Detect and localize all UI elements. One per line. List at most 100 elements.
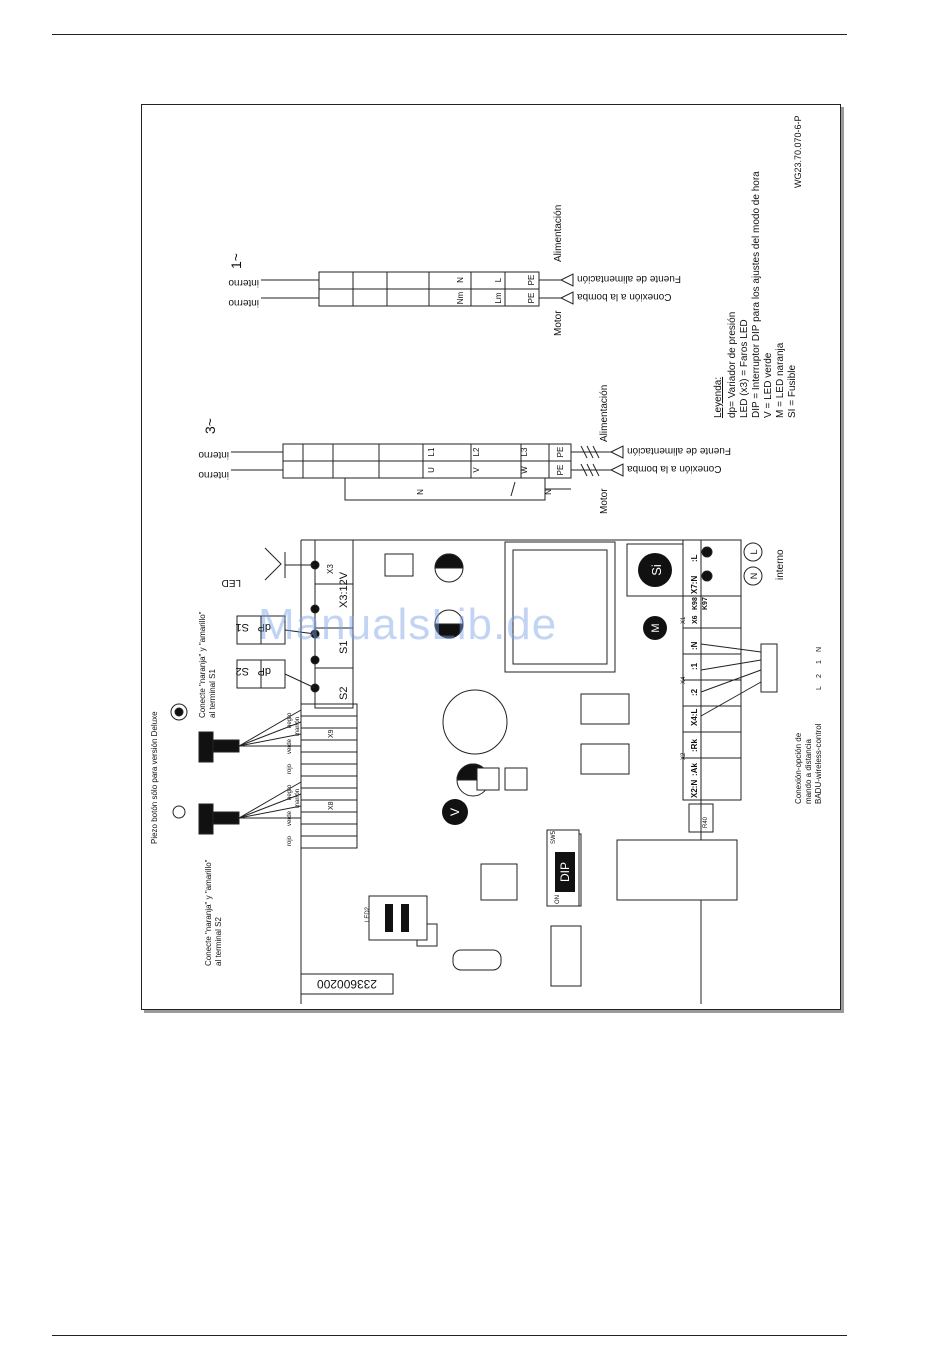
doc-code: WG23.70.070-6-P bbox=[793, 115, 803, 188]
rk-label: :Rk bbox=[690, 739, 699, 752]
x7n-label: X7:N bbox=[690, 576, 699, 594]
n-left-3ph: N bbox=[416, 489, 425, 495]
terminal-block-3ph bbox=[231, 443, 611, 501]
legend-title: Leyenda: bbox=[713, 377, 724, 418]
pressure-switch-cables bbox=[170, 703, 302, 835]
s1-label: S1 bbox=[338, 641, 350, 654]
remote-line1: Conexión-opción de bbox=[794, 732, 803, 804]
wire-rojo-s2: rojo bbox=[287, 835, 293, 846]
legend-line-3: DIP = Interruptor DIP para los ajustes d… bbox=[751, 171, 762, 418]
terminal-lm-1ph: Lm bbox=[494, 292, 503, 303]
led-v: V bbox=[442, 799, 468, 825]
dip-switch: DIP SW5 ON bbox=[546, 829, 580, 907]
legend: Leyenda: dp= Variador de presión LED (x3… bbox=[713, 171, 798, 418]
k97-label: K97 bbox=[702, 597, 709, 610]
v-label: V bbox=[448, 808, 462, 816]
board-components bbox=[384, 541, 738, 987]
connector-s1-s2-x3 bbox=[236, 539, 354, 709]
top-rule bbox=[52, 34, 847, 35]
terminal-l2-3ph: L2 bbox=[472, 447, 481, 456]
remote-2: 2 bbox=[816, 674, 823, 678]
conn-s1-line1: Conecte "naranja" y "amarillo" bbox=[198, 611, 207, 718]
circle-l: L bbox=[749, 549, 759, 554]
phase-1-label: 1~ bbox=[228, 253, 244, 269]
circle-n: N bbox=[749, 573, 759, 580]
fuente-1ph: Fuente de alimentación bbox=[577, 273, 681, 284]
motor-3ph: Motor bbox=[599, 488, 610, 514]
terminal-pe-3ph-top: PE bbox=[556, 447, 565, 458]
terminal-l1-3ph: L1 bbox=[427, 447, 436, 456]
wire-marron-s2: marrón bbox=[295, 789, 301, 808]
terminal-block-1ph bbox=[261, 271, 561, 307]
x2-label: X2 bbox=[681, 752, 687, 760]
interno-3ph-top: interno bbox=[198, 449, 229, 460]
dp-s1-box: dP bbox=[258, 621, 271, 633]
remote-l: L bbox=[816, 686, 823, 690]
ak-label: :Ak bbox=[690, 763, 699, 776]
legend-line-2: LED (x3) = Faros LED bbox=[739, 319, 750, 418]
right-terminal-strip bbox=[682, 539, 778, 833]
led-label: LED bbox=[222, 577, 241, 588]
terminal-u-3ph: U bbox=[427, 467, 436, 473]
alimentacion-3ph: Alimentación bbox=[599, 385, 610, 442]
fuente-3ph: Fuente de alimentación bbox=[627, 445, 731, 456]
sw5-label: SW5 bbox=[551, 830, 557, 844]
motor-1ph: Motor bbox=[553, 310, 564, 336]
si-label: Si bbox=[649, 564, 664, 576]
wire-negro-s2: negro bbox=[287, 784, 293, 800]
legend-line-4: V = LED verde bbox=[763, 352, 774, 418]
x2n-label: X2:N bbox=[690, 780, 699, 798]
x9-label: X9 bbox=[328, 729, 335, 738]
k98-label: K98 bbox=[692, 597, 699, 610]
alimentacion-1ph: Alimentación bbox=[553, 205, 564, 262]
terminal-pe-1ph-bottom: PE bbox=[527, 293, 536, 304]
s1-box-label: S1 bbox=[236, 621, 249, 633]
legend-line-6: SI = Fusible bbox=[787, 364, 798, 418]
fuse-si: Si bbox=[626, 543, 684, 597]
board-number: 233600200 bbox=[317, 977, 377, 991]
t1-label: :1 bbox=[690, 662, 699, 670]
connector-x9-x8 bbox=[300, 703, 358, 849]
wire-marron-s1: marrón bbox=[295, 717, 301, 736]
watermark: ManualsLib.de bbox=[258, 600, 558, 649]
terminal-v-3ph: V bbox=[472, 467, 481, 473]
board-number-box: 233600200 bbox=[300, 973, 394, 995]
remote-n: N bbox=[816, 647, 823, 652]
led-m: M bbox=[643, 616, 667, 640]
led2-display: LED2 bbox=[365, 895, 428, 941]
interno-3ph-bottom: interno bbox=[198, 469, 229, 480]
x8-label: X8 bbox=[328, 801, 335, 810]
wire-negro-s1: negro bbox=[287, 712, 293, 728]
interno-board: interno bbox=[775, 549, 786, 580]
conn-s2-line2: al terminal S2 bbox=[214, 917, 223, 966]
led2-label: LED2 bbox=[365, 906, 371, 922]
terminal-pe-1ph-top: PE bbox=[527, 275, 536, 286]
terminal-w-3ph: W bbox=[520, 466, 529, 474]
legend-line-5: M = LED naranja bbox=[775, 342, 786, 418]
t2-label: :2 bbox=[690, 688, 699, 696]
conexion-bomba-3ph: Conexión a la bomba bbox=[627, 463, 722, 474]
terminal-nm-1ph: Nm bbox=[456, 291, 465, 304]
conn-s1-line2: al terminal S1 bbox=[208, 669, 217, 718]
s2-label: S2 bbox=[338, 687, 350, 700]
interno-1ph-bottom: interno bbox=[228, 297, 259, 308]
remote-line3: BADU-wireless-control bbox=[814, 723, 823, 804]
wire-rojo-s1: rojo bbox=[287, 763, 293, 774]
legend-line-1: dp= Variador de presión bbox=[727, 312, 738, 418]
wiring-diagram: 1~ interno interno N L PE Nm Lm PE Alime… bbox=[141, 104, 841, 1010]
remote-line2: mando a distancia bbox=[804, 739, 813, 804]
dip-label: DIP bbox=[558, 862, 572, 882]
supply-arrows-3ph bbox=[580, 445, 624, 477]
r40-label: R40 bbox=[703, 816, 709, 828]
terminal-l-1ph: L bbox=[494, 277, 503, 282]
wire-verde-s1: verde bbox=[287, 738, 293, 754]
terminal-pe-3ph-bottom: PE bbox=[556, 465, 565, 476]
x4-label: X4 bbox=[681, 676, 687, 684]
on-label: ON bbox=[555, 895, 561, 904]
supply-arrows-1ph bbox=[559, 273, 574, 305]
conn-s2-line1: Conecte "naranja" y "amarillo" bbox=[204, 859, 213, 966]
phase-3-label: 3~ bbox=[202, 418, 218, 434]
piezo-note: Piezo botón sólo para versión Deluxe bbox=[150, 711, 159, 844]
x3-label: X3 bbox=[326, 564, 335, 574]
wiring-diagram-frame: 1~ interno interno N L PE Nm Lm PE Alime… bbox=[141, 104, 841, 1010]
